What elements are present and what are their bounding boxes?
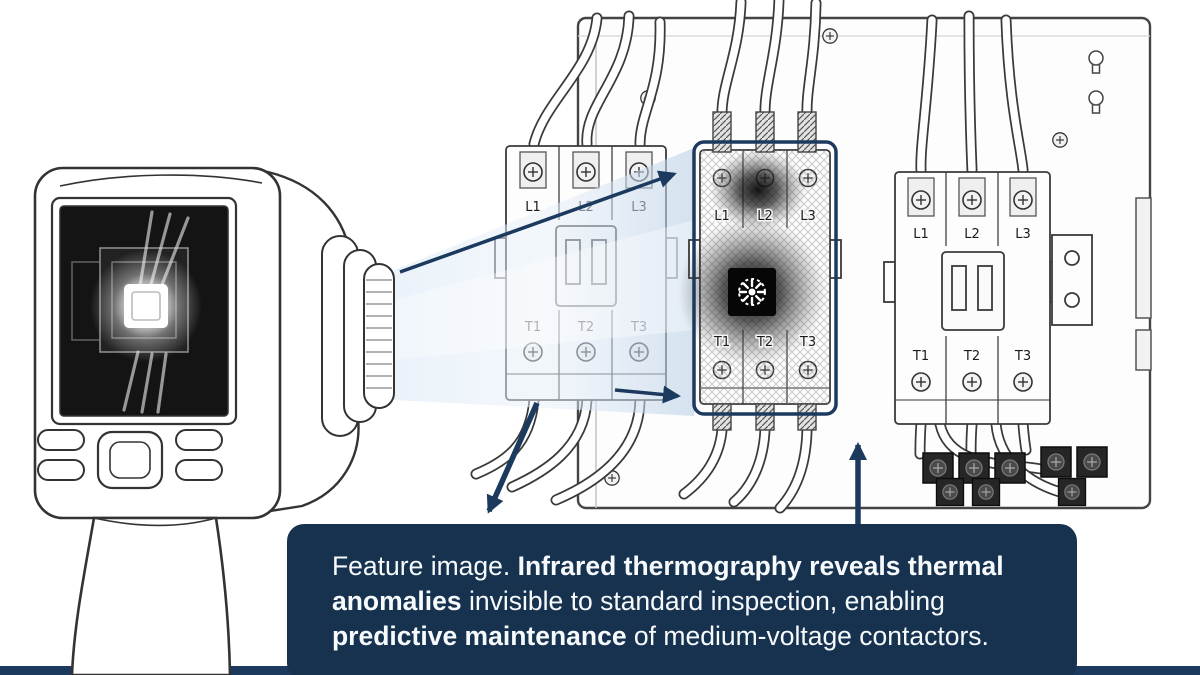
keyhole-mount-icon: [1088, 50, 1104, 114]
hotspot-starburst-icon: [728, 268, 776, 316]
beam-arrow-top: [399, 170, 677, 274]
caption-segment: invisible to standard inspection, enabli…: [461, 586, 945, 617]
callout-arrow-left: [486, 401, 540, 514]
terminal-label: T1: [713, 335, 730, 350]
beam-arrow-bottom: [614, 385, 681, 404]
terminal-label: L1: [525, 200, 541, 215]
terminal-label: T2: [756, 335, 773, 350]
terminal-label: L1: [714, 209, 730, 224]
inspection-beam: [394, 148, 694, 416]
camera-dpad-button: [96, 430, 164, 490]
camera-buttons: [37, 429, 223, 490]
camera-button: [37, 429, 85, 451]
callout-arrows: [399, 170, 867, 527]
thermal-camera: [33, 166, 395, 675]
camera-button: [175, 459, 223, 481]
caption-segment: Feature image.: [332, 551, 518, 581]
caption-text: Feature image. Infrared thermography rev…: [332, 549, 1032, 655]
terminal-label: L2: [964, 227, 980, 242]
panel-wires-top: [528, 0, 1029, 176]
camera-button: [37, 459, 85, 481]
terminal-label: T1: [912, 349, 929, 364]
camera-handle: [70, 516, 232, 675]
terminal-label: L3: [800, 209, 816, 224]
caption-segment-bold: predictive maintenance: [332, 621, 627, 652]
camera-lens: [321, 235, 395, 437]
terminal-label: T2: [963, 349, 980, 364]
thermal-display-image: [71, 210, 202, 414]
caption-segment: of medium-voltage contactors.: [626, 621, 989, 652]
contactor-right: L1 L2 L3 T1 T2 T3: [883, 171, 1093, 425]
terminal-label: T3: [799, 335, 816, 350]
terminal-label: L2: [757, 209, 773, 224]
camera-button: [175, 429, 223, 451]
contactor-middle: L1 L2 L3 T1 T2 T3: [678, 111, 842, 431]
camera-screen: [50, 196, 238, 426]
terminal-label: L3: [1015, 227, 1031, 242]
caption-box: Feature image. Infrared thermography rev…: [287, 524, 1077, 675]
din-rail: [1135, 197, 1152, 319]
highlight-frame: [692, 140, 838, 416]
auxiliary-module: [1051, 234, 1093, 326]
caption-segment-bold: Infrared thermography reveals thermal an…: [332, 551, 1004, 617]
terminal-label: T3: [1014, 349, 1031, 364]
terminal-label: L1: [913, 227, 929, 242]
